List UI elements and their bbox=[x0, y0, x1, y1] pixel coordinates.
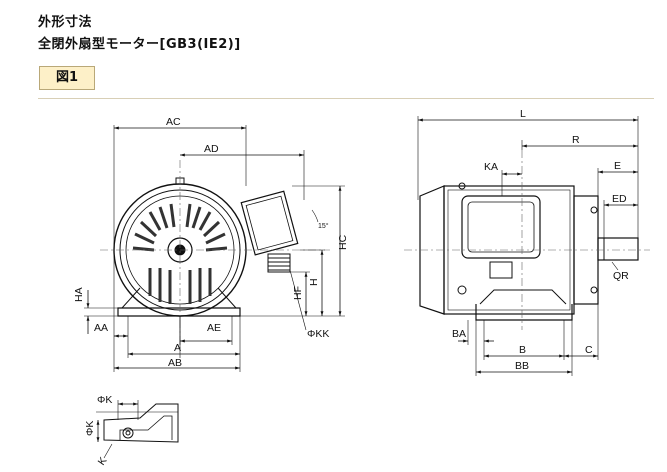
front-view bbox=[84, 125, 345, 372]
dim-k-top: ΦK bbox=[97, 394, 112, 406]
foot-detail bbox=[96, 400, 179, 459]
page-subtitle: 全閉外扇型モーター[GB3(IE2)] bbox=[38, 37, 241, 52]
dim-ae: AE bbox=[207, 322, 221, 334]
dim-ha: HA bbox=[73, 287, 85, 302]
dim-a: A bbox=[174, 342, 181, 354]
dim-ba: BA bbox=[452, 328, 466, 340]
dim-bb: BB bbox=[515, 360, 529, 372]
dim-angle: 15° bbox=[318, 222, 329, 230]
dim-ed: ED bbox=[612, 193, 627, 205]
dim-hf: HF bbox=[292, 286, 304, 300]
dim-h: H bbox=[308, 278, 320, 286]
dim-ab: AB bbox=[168, 357, 182, 369]
dim-l: L bbox=[520, 108, 526, 120]
page-title: 外形寸法 bbox=[38, 15, 93, 30]
divider bbox=[38, 98, 654, 99]
dim-qr: QR bbox=[613, 270, 629, 282]
dim-ka: KA bbox=[484, 161, 498, 173]
dim-r: R bbox=[572, 134, 580, 146]
dim-c: C bbox=[585, 344, 593, 356]
dim-aa: AA bbox=[94, 322, 108, 334]
dim-ac: AC bbox=[166, 116, 181, 128]
dim-k-diag: K bbox=[96, 455, 110, 468]
dim-kk: ΦKK bbox=[307, 328, 329, 340]
dim-e: E bbox=[614, 160, 621, 172]
dim-k-side: ΦK bbox=[84, 421, 96, 436]
dim-b: B bbox=[519, 344, 526, 356]
side-view bbox=[404, 116, 650, 376]
dim-hc: HC bbox=[337, 234, 349, 250]
figure-label: 図1 bbox=[39, 66, 95, 90]
dim-ad: AD bbox=[204, 143, 219, 155]
